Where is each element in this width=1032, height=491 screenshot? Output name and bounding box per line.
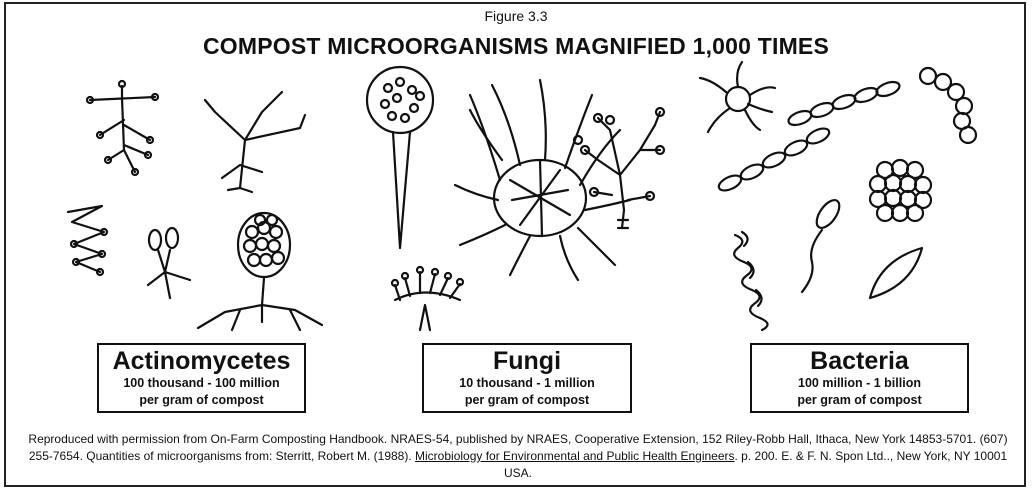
- actinomycete-drawing-2: [205, 92, 305, 192]
- actinomycete-drawing-4: [148, 228, 190, 298]
- bacteria-label: Bacteria: [752, 347, 967, 375]
- bacterium-spindle: [870, 248, 922, 298]
- fungi-unit: per gram of compost: [424, 392, 630, 409]
- actinomycete-drawing-3: [68, 206, 107, 275]
- bacterium-chain-2: [920, 68, 976, 143]
- actinomycetes-box: Actinomycetes 100 thousand - 100 million…: [97, 343, 306, 413]
- actinomycete-drawing-5: [198, 213, 322, 330]
- source-credit: Reproduced with permission from On-Farm …: [18, 431, 1018, 482]
- actinomycetes-unit: per gram of compost: [99, 392, 304, 409]
- bacterium-spiral: [734, 232, 767, 330]
- bacteria-box: Bacteria 100 million - 1 billion per gra…: [750, 343, 969, 413]
- fungi-count: 10 thousand - 1 million: [424, 375, 630, 392]
- fungus-drawing-4: [392, 267, 463, 330]
- fungi-box: Fungi 10 thousand - 1 million per gram o…: [422, 343, 632, 413]
- actinomycetes-label: Actinomycetes: [99, 347, 304, 375]
- actinomycetes-count: 100 thousand - 100 million: [99, 375, 304, 392]
- credit-book-title: Microbiology for Environmental and Publi…: [415, 449, 735, 463]
- fungi-label: Fungi: [424, 347, 630, 375]
- bacteria-count: 100 million - 1 billion: [752, 375, 967, 392]
- bacterium-drawing-1: [700, 62, 775, 132]
- fungus-drawing-2: [455, 80, 630, 280]
- actinomycete-drawing-1: [87, 81, 158, 175]
- bacterium-cluster: [870, 160, 931, 221]
- bacteria-unit: per gram of compost: [752, 392, 967, 409]
- fungus-drawing-1: [367, 67, 433, 248]
- bacterium-rod: [802, 196, 844, 292]
